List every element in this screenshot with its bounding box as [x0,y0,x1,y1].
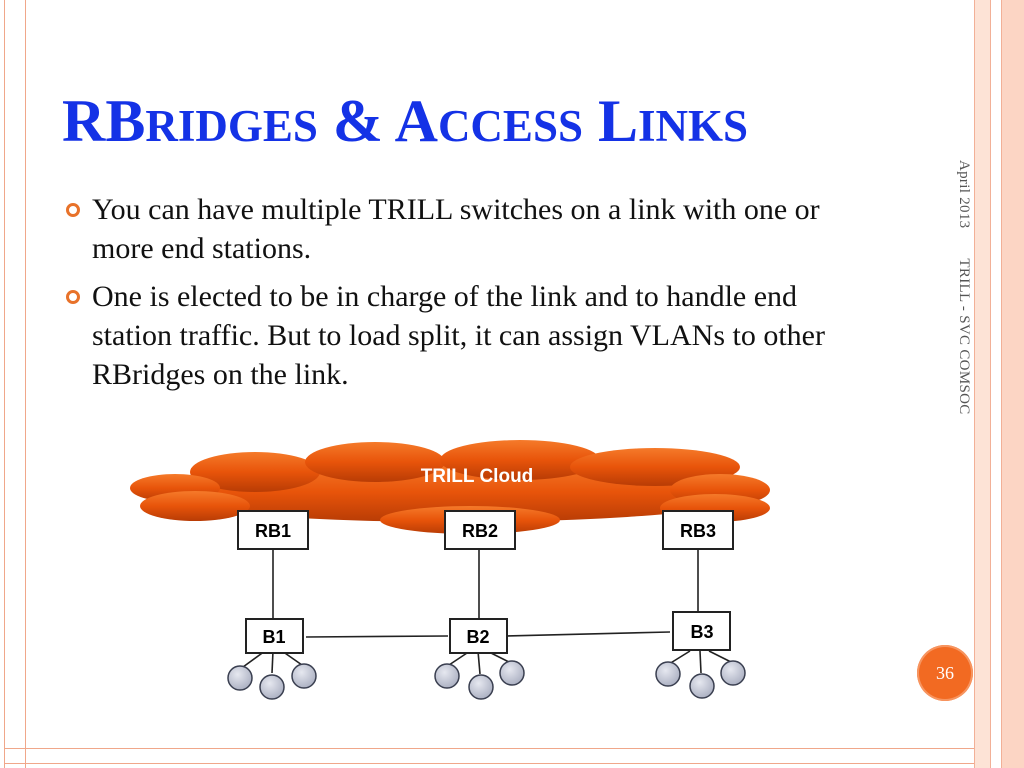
end-station-icon [655,661,681,687]
bridge-b1: B1 [245,618,304,654]
bullet-item: You can have multiple TRILL switches on … [62,190,882,268]
end-stations [227,660,746,700]
end-station-icon [499,660,525,686]
page-number-badge: 36 [917,645,973,701]
end-station-icon [227,665,253,691]
end-station-icon [259,674,285,700]
bridge-b3: B3 [672,611,731,651]
title-part: CCESS [437,101,584,151]
bullet-text: One is elected to be in charge of the li… [92,280,825,391]
end-station-icon [689,673,715,699]
title-part: L [583,88,639,154]
title-part: & [317,88,395,154]
bridge-label: B2 [466,627,489,647]
end-station-icon [434,663,460,689]
bullet-list: You can have multiple TRILL switches on … [62,190,882,403]
end-station-icon [720,660,746,686]
left-frame-border [4,0,26,768]
side-footer: April 2013TRILL - SVC COMSOC [955,160,972,415]
end-station-icon [291,663,317,689]
rbridge-rb3: RB3 [662,510,734,550]
rbridge-label: RB1 [255,521,291,541]
bridge-label: B1 [262,627,285,647]
slide-title: RBRIDGES & ACCESS LINKS [62,86,882,161]
rbridge-label: RB2 [462,521,498,541]
links [242,548,732,675]
cloud-label: TRILL Cloud [421,466,534,487]
bridge-label: B3 [690,622,713,642]
end-station-icon [468,674,494,700]
bullet-ring-icon [66,203,80,217]
title-part: INKS [638,101,749,151]
bullet-text: You can have multiple TRILL switches on … [92,193,820,265]
bullet-ring-icon [66,290,80,304]
title-part: A [394,88,438,154]
bottom-frame-border [4,748,977,764]
trill-cloud: TRILL Cloud [130,440,770,534]
title-part: RB [62,88,146,154]
bullet-item: One is elected to be in charge of the li… [62,277,882,394]
rbridge-label: RB3 [680,521,716,541]
side-footer-text: TRILL - SVC COMSOC [956,258,972,415]
side-date: April 2013 [956,160,972,229]
rbridge-rb2: RB2 [444,510,516,550]
rbridge-rb1: RB1 [237,510,309,550]
bridge-b2: B2 [449,618,508,654]
title-part: RIDGES [145,101,318,151]
right-decorative-bands [974,0,1024,768]
